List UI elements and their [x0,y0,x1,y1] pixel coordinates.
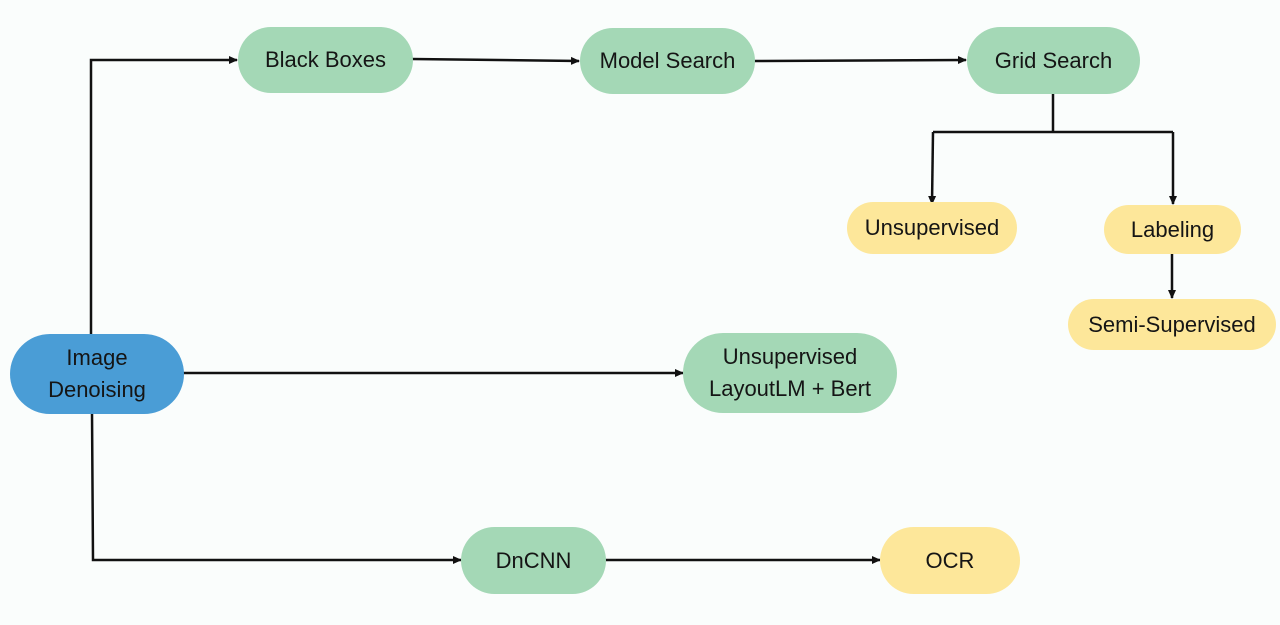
semi-supervised-node: Semi-Supervised [1068,299,1276,350]
image-denoising-label-line-1: Image [66,345,128,370]
unsupervised-node: Unsupervised [847,202,1017,254]
edge-black-boxes-to-model-search [411,56,580,65]
black-boxes-label: Black Boxes [264,47,387,72]
labeling-node: Labeling [1104,205,1241,254]
edge-image-denoising-to-black-boxes [89,56,238,334]
grid-search-label: Grid Search [994,47,1113,73]
labeling-label: Labeling [1130,216,1215,242]
image-denoising-node: Image Denoising [10,334,184,414]
dncnn-label: DnCNN [495,547,572,573]
dncnn-node: DnCNN [461,527,606,594]
edge-model-search-to-grid-search [753,56,967,65]
unsupervised-layoutlm-node: Unsupervised LayoutLM + Bert [683,333,897,413]
ocr-node: OCR [880,527,1020,594]
semi-supervised-label: Semi-Supervised [1088,311,1256,337]
edge-image-denoising-to-dncnn [90,411,462,564]
unsupervised-layoutlm-label-line-1: Unsupervised [722,344,858,369]
model-search-node: Model Search [580,28,755,94]
unsupervised-layoutlm-label-line-2: LayoutLM + Bert [708,376,872,401]
ocr-label: OCR [925,547,975,573]
edge-grid-search-to-unsupervised [928,131,937,205]
model-search-label: Model Search [599,48,736,73]
image-denoising-label-line-2: Denoising [48,377,146,402]
unsupervised-label: Unsupervised [864,215,1000,240]
grid-search-node: Grid Search [967,27,1140,94]
black-boxes-node: Black Boxes [238,27,413,93]
